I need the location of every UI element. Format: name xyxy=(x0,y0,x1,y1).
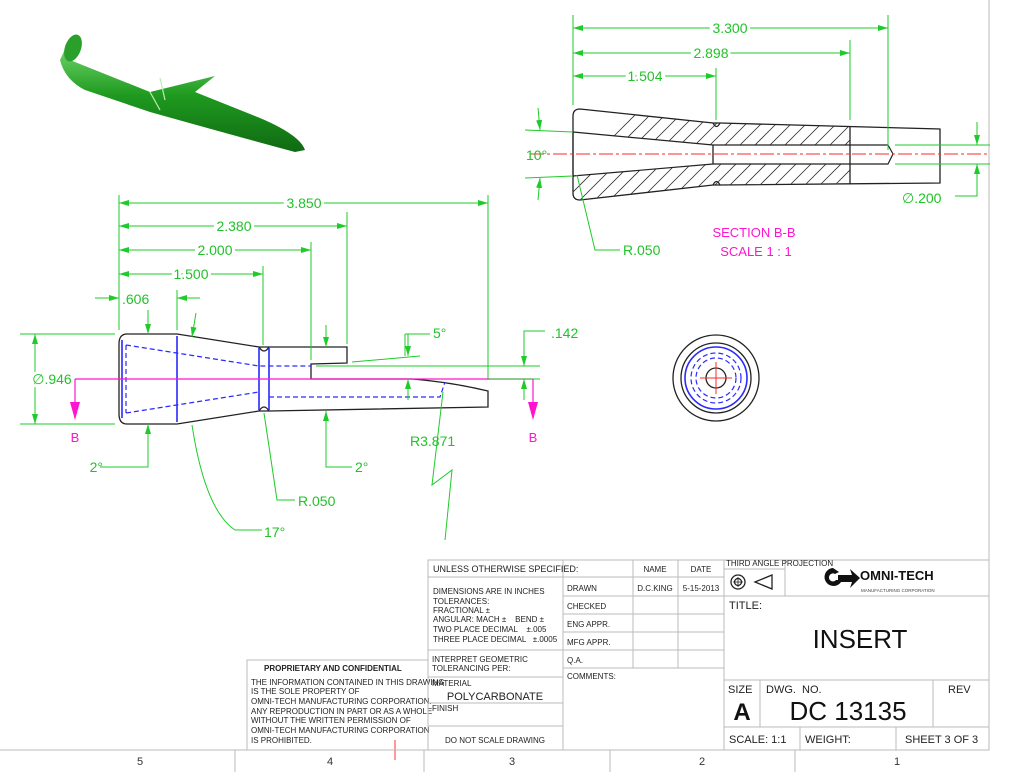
zone-markers: 5 4 3 2 1 xyxy=(137,740,900,772)
weight-label: WEIGHT: xyxy=(805,734,851,746)
do-not-scale-note: DO NOT SCALE DRAWING xyxy=(445,736,545,745)
proprietary-line: THE INFORMATION CONTAINED IN THIS DRAWIN… xyxy=(251,678,444,687)
material-label: MATERIAL xyxy=(432,679,472,688)
section-view: 3.300 2.898 1.504 10° ∅.200 R.050 SECTIO… xyxy=(524,15,990,259)
section-label: SECTION B-B xyxy=(712,225,795,240)
dim-142: .142 xyxy=(551,325,578,341)
row-mfg-appr: MFG APPR. xyxy=(567,638,611,647)
radius-050-section: R.050 xyxy=(623,242,661,258)
proprietary-heading: PROPRIETARY AND CONFIDENTIAL xyxy=(264,664,402,673)
dim-606: .606 xyxy=(122,291,149,307)
unless-specified-label: UNLESS OTHERWISE SPECIFIED: xyxy=(433,564,578,574)
dim-2898: 2.898 xyxy=(693,45,728,61)
interpret-line: INTERPRET GEOMETRIC xyxy=(432,655,528,664)
drawn-name: D.C.KING xyxy=(637,584,673,593)
dim-diameter-200: ∅.200 xyxy=(902,190,942,206)
third-angle-projection-icon xyxy=(730,574,773,590)
angle-2-left: 2° xyxy=(90,459,103,475)
zone-label: 3 xyxy=(509,756,515,768)
row-qa: Q.A. xyxy=(567,656,583,665)
zone-label: 2 xyxy=(699,756,705,768)
company-logo: OMNI-TECH MANUFACTURING CORPORATION xyxy=(824,568,935,593)
proprietary-line: ANY REPRODUCTION IN PART OR AS A WHOLE xyxy=(251,707,432,716)
projection-label: THIRD ANGLE PROJECTION xyxy=(726,559,833,568)
drawn-date: 5-15-2013 xyxy=(683,584,720,593)
angle-2-right: 2° xyxy=(355,459,368,475)
sheet-number: SHEET 3 OF 3 xyxy=(905,734,978,746)
title-label: TITLE: xyxy=(729,600,762,612)
dim-2000: 2.000 xyxy=(197,242,232,258)
row-eng-appr: ENG APPR. xyxy=(567,620,610,629)
proprietary-line: OMNI-TECH MANUFACTURING CORPORATION xyxy=(251,726,430,735)
dim-1504: 1.504 xyxy=(627,68,662,84)
dim-1500: 1.500 xyxy=(173,266,208,282)
dim-2380: 2.380 xyxy=(216,218,251,234)
end-view xyxy=(672,334,760,422)
size-value: A xyxy=(733,699,750,726)
proprietary-line: WITHOUT THE WRITTEN PERMISSION OF xyxy=(251,716,411,725)
material-value: POLYCARBONATE xyxy=(447,691,543,703)
dim-3300: 3.300 xyxy=(712,20,747,36)
angle-17: 17° xyxy=(264,524,285,540)
drawing-title: INSERT xyxy=(813,624,908,654)
front-view: B B .606 3.850 2.380 2.000 1.500 ∅.946 .… xyxy=(20,192,578,541)
tolerance-line: TWO PLACE DECIMAL ±.005 xyxy=(433,625,547,634)
proprietary-line: IS THE SOLE PROPERTY OF xyxy=(251,687,360,696)
finish-label: FINISH xyxy=(432,704,458,713)
section-marker-right: B xyxy=(529,430,538,445)
row-drawn: DRAWN xyxy=(567,584,597,593)
proprietary-line: IS PROHIBITED. xyxy=(251,736,312,745)
name-header: NAME xyxy=(643,565,666,574)
angle-10: 10° xyxy=(526,147,547,163)
company-subtitle: MANUFACTURING CORPORATION xyxy=(861,588,935,593)
zone-label: 1 xyxy=(894,756,900,768)
proprietary-line: OMNI-TECH MANUFACTURING CORPORATION. xyxy=(251,697,432,706)
radius-050: R.050 xyxy=(298,493,336,509)
interpret-line: TOLERANCING PER: xyxy=(432,664,511,673)
company-name: OMNI-TECH xyxy=(860,568,934,583)
scale-value: SCALE: 1:1 xyxy=(729,734,786,746)
row-checked: CHECKED xyxy=(567,602,606,611)
section-scale: SCALE 1 : 1 xyxy=(720,244,792,259)
zone-label: 4 xyxy=(327,756,333,768)
radius-3871: R3.871 xyxy=(410,433,455,449)
date-header: DATE xyxy=(691,565,712,574)
tolerance-line: FRACTIONAL ± xyxy=(433,606,491,615)
tolerance-line: ANGULAR: MACH ± BEND ± xyxy=(433,615,545,624)
dwg-no-value: DC 13135 xyxy=(789,696,906,726)
dwg-no-label: DWG. NO. xyxy=(766,684,822,696)
title-block: UNLESS OTHERWISE SPECIFIED: DIMENSIONS A… xyxy=(427,559,990,751)
zone-label: 5 xyxy=(137,756,143,768)
angle-5: 5° xyxy=(433,325,446,341)
size-label: SIZE xyxy=(728,684,752,696)
isometric-render xyxy=(52,18,313,164)
dim-3850: 3.850 xyxy=(286,195,321,211)
proprietary-notice: PROPRIETARY AND CONFIDENTIAL THE INFORMA… xyxy=(246,659,444,751)
section-marker-left: B xyxy=(71,430,80,445)
tolerance-line: TOLERANCES: xyxy=(433,597,489,606)
comments-label: COMMENTS: xyxy=(567,672,616,681)
tolerance-line: THREE PLACE DECIMAL ±.0005 xyxy=(433,635,558,644)
rev-label: REV xyxy=(948,684,971,696)
dim-diameter-946: ∅.946 xyxy=(32,371,72,387)
tolerance-line: DIMENSIONS ARE IN INCHES xyxy=(433,587,545,596)
